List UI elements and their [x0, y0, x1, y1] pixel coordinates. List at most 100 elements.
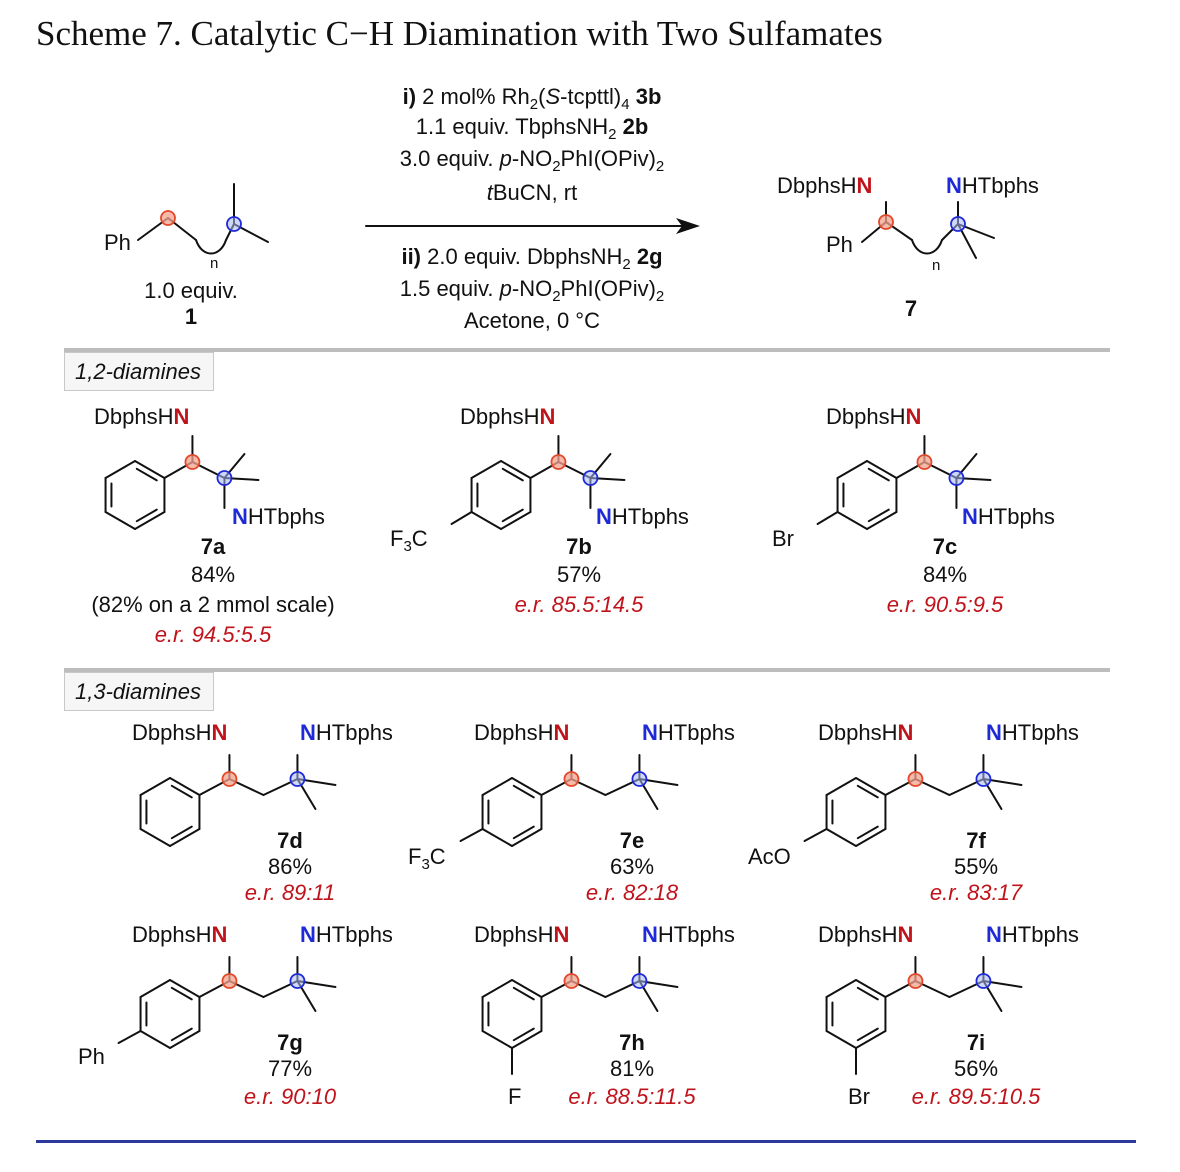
7h-ring-bond	[481, 979, 513, 998]
sm-n-subscript: n	[210, 255, 219, 272]
7f-er: e.r. 83:17	[929, 880, 1023, 905]
7e-ring-bond	[481, 828, 513, 847]
7f-ch-site-marker	[907, 771, 924, 787]
7c-ring-bond	[866, 511, 898, 530]
7h-dbphs-label: DbphsHN	[474, 922, 570, 947]
7a-yield: 84%	[190, 562, 236, 587]
7b-er: e.r. 85.5:14.5	[514, 592, 644, 617]
7f-ring-bond	[855, 777, 887, 796]
7g-ring-bond	[139, 979, 171, 998]
pr-quaternary-site-marker	[950, 216, 966, 232]
7h-ring-double-bond	[512, 986, 535, 1001]
7f-tbphs-label: NHTbphs	[986, 720, 1079, 745]
product-dbphs-label: DbphsHN	[777, 173, 873, 198]
7i-er: e.r. 89.5:10.5	[911, 1084, 1041, 1109]
7e-dbphs-label: DbphsHN	[474, 720, 570, 745]
7g-ring-bond	[169, 1030, 201, 1049]
7h-ring-bond	[511, 1030, 543, 1049]
7c-ring-double-bond	[867, 508, 890, 523]
sm-number: 1	[184, 304, 198, 329]
7f-ring-double-bond	[856, 825, 879, 840]
step1-line3: 3.0 equiv. p-NO2PhI(OPiv)2	[399, 146, 665, 175]
7c-tbphs-label: NHTbphs	[962, 504, 1055, 529]
7c-ring-bond	[866, 460, 898, 479]
7h-yield: 81%	[609, 1056, 655, 1081]
7g-dbphs-label: DbphsHN	[132, 922, 228, 947]
7d-ring-bond	[139, 828, 171, 847]
7a-quaternary-site-marker	[216, 470, 233, 486]
7a-ring-bond	[134, 460, 166, 479]
7f-ring-double-bond	[856, 784, 879, 799]
7g-ph-label: Ph	[78, 1044, 105, 1069]
7e-cf3-label: F3C	[408, 844, 446, 873]
7d-ring-double-bond	[170, 825, 193, 840]
7b-dbphs-label: DbphsHN	[460, 404, 556, 429]
7b-ring-double-bond	[501, 467, 524, 482]
section-tag-12-diamines: 1,2-diamines	[64, 352, 214, 391]
step2-line3: Acetone, 0 °C	[464, 308, 600, 333]
7d-ring-bond	[169, 828, 201, 847]
7c-yield: 84%	[922, 562, 968, 587]
7h-ring-bond	[481, 1030, 513, 1049]
step2-line1: ii) 2.0 equiv. DbphsNH2 2g	[401, 244, 663, 273]
7e-number: 7e	[619, 828, 645, 853]
7f-ring-bond	[825, 777, 857, 796]
7g-tbphs-label: NHTbphs	[300, 922, 393, 947]
7h-ring-double-bond	[512, 1027, 535, 1042]
7g-quaternary-site-marker	[289, 973, 306, 989]
section-divider-12	[64, 348, 1110, 352]
sm-tertiary-site-marker	[226, 216, 242, 232]
7h-f-label: F	[508, 1084, 522, 1109]
7e-para-bond	[459, 828, 484, 842]
7c-ring-bond	[836, 511, 868, 530]
7d-ch-site-marker	[221, 771, 238, 787]
product-ph-label: Ph	[826, 232, 853, 257]
7e-ring-bond	[511, 777, 543, 796]
7f-ring-bond	[855, 828, 887, 847]
7e-ring-double-bond	[512, 784, 535, 799]
sm-equiv: 1.0 equiv.	[144, 278, 238, 303]
7b-ring-bond	[500, 511, 532, 530]
7f-ring-bond	[825, 828, 857, 847]
sm-ch2-site-marker	[160, 210, 176, 226]
7e-quaternary-site-marker	[631, 771, 648, 787]
7d-number: 7d	[277, 828, 303, 853]
7c-er: e.r. 90.5:9.5	[886, 592, 1004, 617]
7g-ring-double-bond	[170, 1027, 193, 1042]
7h-er: e.r. 88.5:11.5	[568, 1084, 696, 1109]
7f-quaternary-site-marker	[975, 771, 992, 787]
7d-tbphs-label: NHTbphs	[300, 720, 393, 745]
7e-er: e.r. 82:18	[585, 880, 679, 905]
7g-ring-bond	[139, 1030, 171, 1049]
7b-tbphs-label: NHTbphs	[596, 504, 689, 529]
7d-er: e.r. 89:11	[244, 880, 336, 905]
7g-ring-double-bond	[170, 986, 193, 1001]
7h-quaternary-site-marker	[631, 973, 648, 989]
7f-number: 7f	[966, 828, 986, 853]
7b-number: 7b	[566, 534, 592, 559]
7e-tbphs-label: NHTbphs	[642, 720, 735, 745]
7e-ring-bond	[481, 777, 513, 796]
7d-ring-double-bond	[170, 784, 193, 799]
7g-para-bond	[117, 1030, 142, 1044]
7b-ring-bond	[470, 460, 502, 479]
product-n-subscript: n	[932, 257, 941, 274]
step1-line4: tBuCN, rt	[486, 180, 578, 205]
7a-number: 7a	[200, 534, 226, 559]
7g-ch-site-marker	[221, 973, 238, 989]
7i-quaternary-site-marker	[975, 973, 992, 989]
7a-ring-double-bond	[135, 508, 158, 523]
7i-br-label: Br	[848, 1084, 870, 1109]
7c-para-bond	[816, 511, 839, 525]
7h-ring-bond	[511, 979, 543, 998]
7f-yield: 55%	[953, 854, 999, 879]
7c-quaternary-site-marker	[948, 470, 965, 486]
bottom-rule	[36, 1140, 1136, 1143]
7f-para-bond	[803, 828, 828, 842]
7h-ch-site-marker	[563, 973, 580, 989]
7f-dbphs-label: DbphsHN	[818, 720, 914, 745]
7b-yield: 57%	[556, 562, 602, 587]
7c-number: 7c	[932, 534, 958, 559]
7d-yield: 86%	[267, 854, 313, 879]
